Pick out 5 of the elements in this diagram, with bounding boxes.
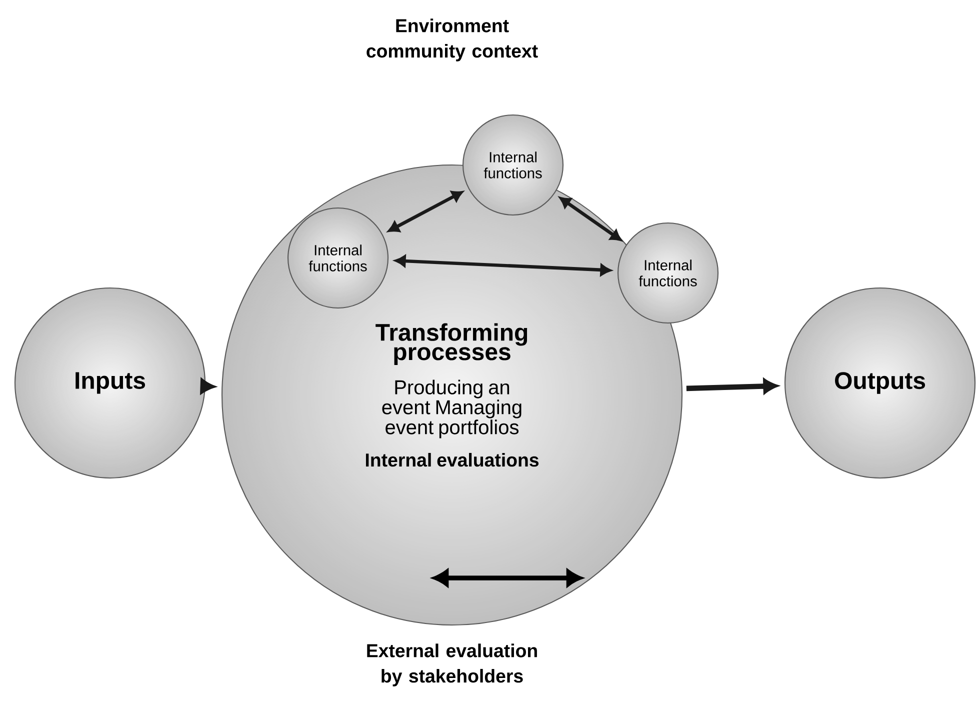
arrow (388, 190, 463, 232)
arrow (395, 255, 611, 276)
heading: External evaluation by stakeholders (367, 644, 537, 686)
heading: Environment community context (366, 18, 538, 62)
arrow (560, 197, 622, 241)
